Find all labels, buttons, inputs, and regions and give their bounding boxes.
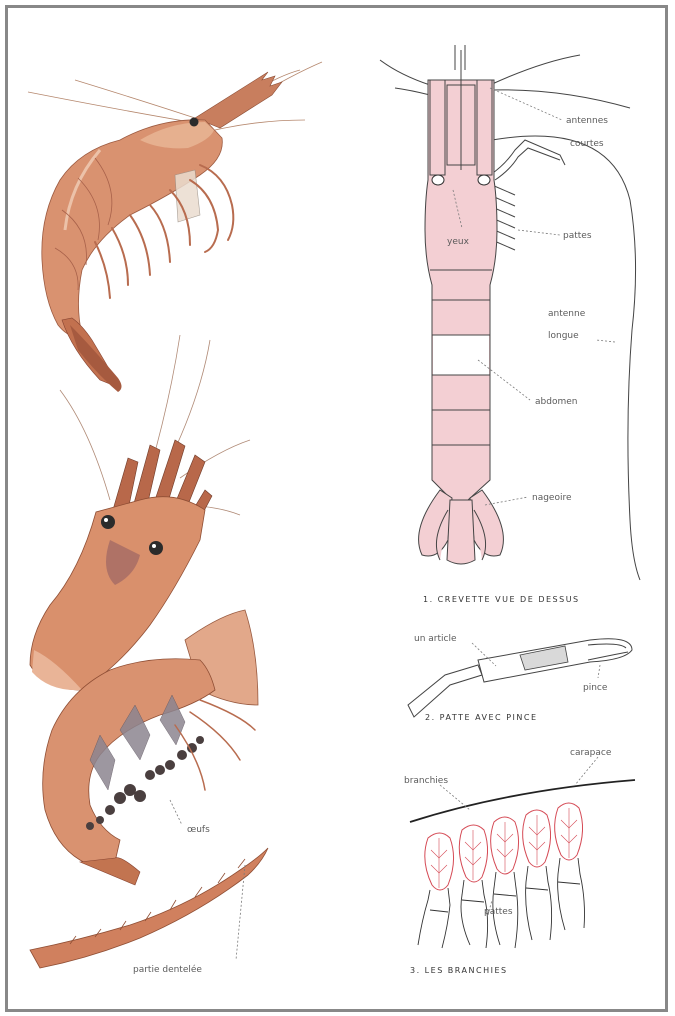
label-yeux: yeux [447, 237, 470, 247]
leader-lines [170, 88, 615, 960]
label-carapace: carapace [570, 748, 612, 758]
label-abdomen: abdomen [535, 397, 577, 407]
shrimp-side-view [28, 62, 322, 392]
label-antennes-courtes-2: courtes [570, 139, 604, 149]
serrated-rostrum [30, 848, 268, 968]
label-oeufs: œufs [187, 825, 210, 835]
label-antennes-courtes-1: antennes [566, 116, 608, 126]
label-pattes-branchies: pattes [484, 907, 513, 917]
caption-figure-1: 1. CREVETTE VUE DE DESSUS [423, 595, 580, 604]
caption-figure-3: 3. LES BRANCHIES [410, 966, 508, 975]
diagram-gills [410, 780, 635, 948]
label-antenne-longue-1: antenne [548, 309, 586, 319]
label-nageoire: nageoire [532, 493, 572, 503]
label-pattes: pattes [563, 231, 592, 241]
label-un-article: un article [414, 634, 457, 644]
label-partie-dentelee: partie dentelée [133, 964, 202, 975]
label-pince: pince [583, 683, 608, 693]
label-antenne-longue-2: longue [548, 331, 579, 341]
caption-figure-2: 2. PATTE AVEC PINCE [425, 713, 538, 722]
label-branchies: branchies [404, 776, 448, 786]
